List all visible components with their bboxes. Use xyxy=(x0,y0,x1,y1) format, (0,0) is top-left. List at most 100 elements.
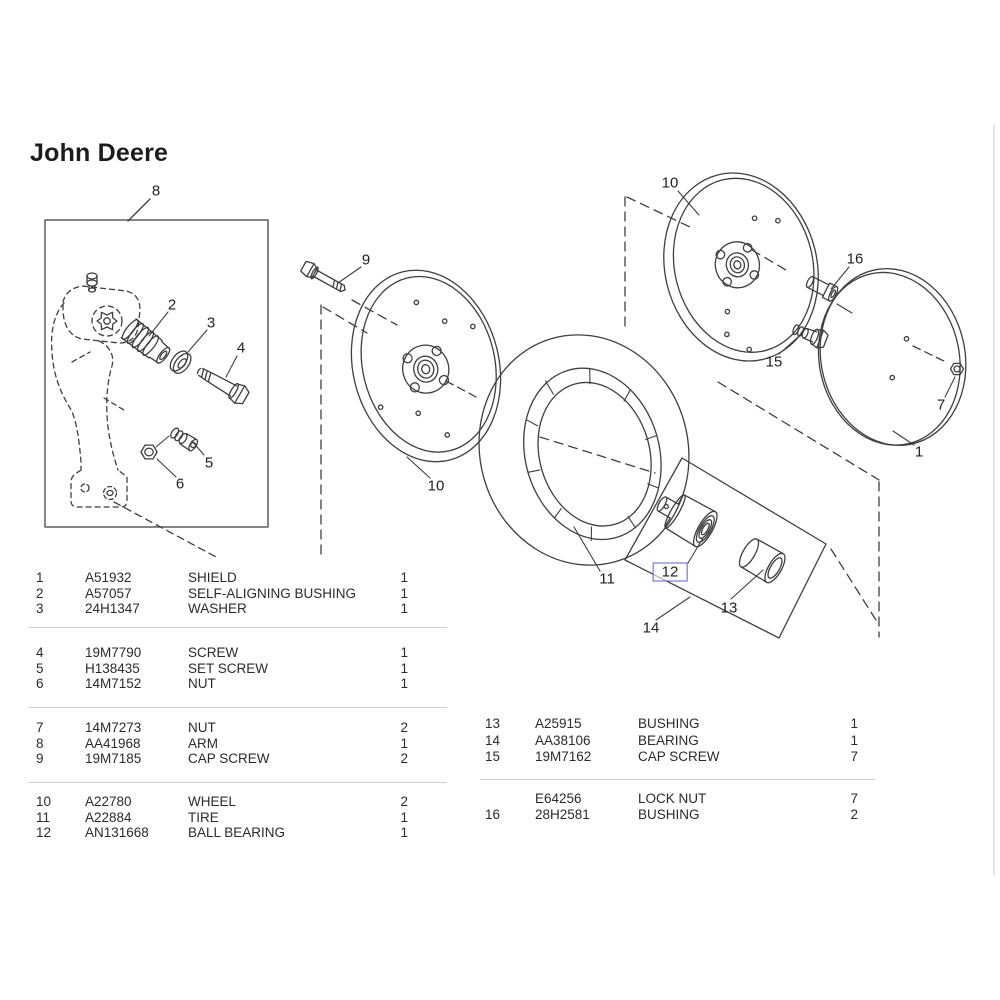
shield-disc-drawing xyxy=(817,268,967,446)
table-row: 1 A51932 SHIELD 1 xyxy=(28,570,408,586)
part-number-cell: A57057 xyxy=(85,585,132,601)
wheel-disc-left xyxy=(350,269,502,463)
part-number-cell: 24H1347 xyxy=(85,601,140,616)
ref-cell: 4 xyxy=(36,645,44,660)
ref-cell: 5 xyxy=(36,660,44,676)
callout-14: 14 xyxy=(642,619,660,637)
table-row: 12 AN131668 BALL BEARING 1 xyxy=(28,825,408,841)
table-divider xyxy=(28,707,447,708)
table-row: 11 A22884 TIRE 1 xyxy=(28,810,408,826)
qty-cell: 1 xyxy=(400,585,408,601)
callout-10-right: 10 xyxy=(661,174,679,192)
callout-3: 3 xyxy=(206,314,216,332)
bearing-box-leaders xyxy=(655,537,764,621)
parts-group: E64256 LOCK NUT 7 16 28H2581 BUSHING 2 xyxy=(480,791,858,823)
description-cell: ARM xyxy=(188,735,218,751)
leader-7 xyxy=(944,376,956,398)
bushing-13-drawing xyxy=(738,538,786,584)
ref-cell: 15 xyxy=(485,749,501,764)
table-divider xyxy=(28,782,447,783)
cap-screw-15-drawing xyxy=(792,324,829,349)
arm-assembly-box xyxy=(44,198,269,528)
left-dashed-bracket xyxy=(320,299,398,558)
ref-cell: 2 xyxy=(36,585,44,601)
description-cell: SET SCREW xyxy=(188,660,269,676)
description-cell: BEARING xyxy=(638,732,699,748)
leader-16 xyxy=(830,266,850,290)
leader-10-right xyxy=(677,190,700,216)
description-cell: SCREW xyxy=(188,645,239,660)
qty-cell: 1 xyxy=(400,825,408,840)
table-row: 14 AA38106 BEARING 1 xyxy=(480,733,858,750)
part-number-cell: 14M7152 xyxy=(85,676,142,691)
qty-cell: 7 xyxy=(850,791,858,806)
parts-group: 10 A22780 WHEEL 2 11 A22884 TIRE 1 12 AN… xyxy=(28,794,408,841)
bushing-16-drawing xyxy=(805,275,839,302)
description-cell: BUSHING xyxy=(638,716,700,731)
part-number-cell: 19M7790 xyxy=(85,645,142,660)
callout-12-highlighted[interactable]: 12 xyxy=(652,562,688,582)
description-cell: CAP SCREW xyxy=(638,749,720,764)
part-number-cell: 19M7185 xyxy=(85,751,142,766)
description-cell: SELF-ALIGNING BUSHING xyxy=(188,585,357,601)
callout-8: 8 xyxy=(151,182,161,200)
arm-drawing xyxy=(50,272,219,559)
part-number-cell: A22780 xyxy=(85,794,132,809)
qty-cell: 1 xyxy=(850,716,858,731)
part-number-cell: H138435 xyxy=(85,660,140,676)
part-number-cell: AA41968 xyxy=(85,735,141,751)
ref-cell: 13 xyxy=(485,716,501,731)
callout-2: 2 xyxy=(167,296,177,314)
axis-dash-tire xyxy=(539,436,656,474)
qty-cell: 1 xyxy=(850,732,858,748)
qty-cell: 1 xyxy=(400,660,408,676)
leader-11 xyxy=(573,526,601,572)
table-row: 16 28H2581 BUSHING 2 xyxy=(480,807,858,823)
description-cell: LOCK NUT xyxy=(638,791,707,806)
leader-10-left xyxy=(406,456,431,479)
callout-10-left: 10 xyxy=(427,477,445,495)
qty-cell: 1 xyxy=(400,735,408,751)
table-row: 9 19M7185 CAP SCREW 2 xyxy=(28,751,408,767)
right-dashed-bracket xyxy=(624,196,880,638)
ref-cell: 11 xyxy=(36,809,51,825)
wheel-disc-right xyxy=(663,172,819,362)
table-row: 6 14M7152 NUT 1 xyxy=(28,676,408,692)
qty-cell: 7 xyxy=(850,749,858,764)
callout-11: 11 xyxy=(599,570,615,588)
parts-group: 13 A25915 BUSHING 1 14 AA38106 BEARING 1… xyxy=(480,716,858,766)
table-row: 3 24H1347 WASHER 1 xyxy=(28,601,408,617)
qty-cell: 1 xyxy=(400,809,408,825)
table-row: 8 AA41968 ARM 1 xyxy=(28,736,408,752)
self-aligning-bushing-drawing xyxy=(120,318,171,364)
ref-cell: 3 xyxy=(36,601,44,616)
qty-cell: 1 xyxy=(400,570,408,585)
part-number-cell: A22884 xyxy=(85,809,132,825)
table-divider xyxy=(480,779,875,780)
parts-group: 4 19M7790 SCREW 1 5 H138435 SET SCREW 1 … xyxy=(28,645,408,692)
parts-group: 1 A51932 SHIELD 1 2 A57057 SELF-ALIGNING… xyxy=(28,570,408,617)
line-16-to-disc xyxy=(836,303,853,314)
nut-drawing xyxy=(140,444,158,460)
callout-6: 6 xyxy=(175,475,185,493)
table-row: 15 19M7162 CAP SCREW 7 xyxy=(480,749,858,766)
washer-drawing xyxy=(169,350,192,375)
qty-cell: 1 xyxy=(400,645,408,660)
callout-5: 5 xyxy=(204,454,214,472)
dash-disc1-to-nut xyxy=(912,345,949,364)
cap-screw-9-drawing xyxy=(300,260,346,293)
nut-7-drawing xyxy=(949,362,965,376)
callout-7: 7 xyxy=(936,396,946,414)
table-row: 2 A57057 SELF-ALIGNING BUSHING 1 xyxy=(28,586,408,602)
bearing-box xyxy=(624,457,827,639)
description-cell: NUT xyxy=(188,676,216,691)
part-number-cell: AN131668 xyxy=(85,825,149,840)
part-number-cell: A25915 xyxy=(535,716,582,731)
axis-dash-hub-left xyxy=(445,380,479,399)
callout-15: 15 xyxy=(765,353,783,371)
qty-cell: 2 xyxy=(400,794,408,809)
arm-box-leaders xyxy=(148,311,238,478)
qty-cell: 1 xyxy=(400,676,408,691)
callout-16: 16 xyxy=(846,250,864,268)
ref-cell xyxy=(480,791,535,807)
